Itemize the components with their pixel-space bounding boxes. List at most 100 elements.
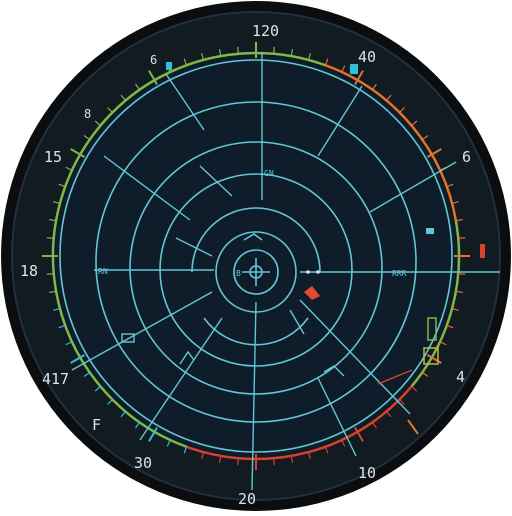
tick-mark [454,218,463,222]
bezel-label-right-upper: 6 [462,148,471,166]
bearing-lines [71,52,500,491]
tick-mark [148,426,158,442]
bearing-line-wsw [71,291,213,371]
tick-mark [65,340,74,346]
tick-mark [120,410,127,418]
bezel-label-top: 120 [252,22,279,40]
tick-mark [410,120,418,127]
tick-mark [290,454,294,463]
tick-mark [290,49,294,58]
range-ring-6 [95,101,417,423]
bearing-line-wnw [103,155,191,221]
tick-mark [371,421,377,429]
tick-mark [49,218,58,222]
tick-mark [46,273,55,275]
tick-mark [148,70,158,86]
tick-mark [237,457,239,466]
tick-mark [340,65,346,74]
bearing-line-se [299,299,411,415]
tick-mark [340,438,346,447]
contact-marker-icon [121,333,345,377]
tick-mark [445,324,454,329]
tick-mark [83,135,91,141]
tick-mark [445,183,454,188]
bezel-label-lower-right: 10 [358,464,376,482]
tick-mark [94,385,102,392]
bezel-label-left-upper: 15 [44,148,62,166]
tick-mark [454,290,463,294]
tick-mark [53,307,62,311]
tick-mark [385,410,392,418]
inner-label-west-readout: RN [98,267,108,276]
bearing-line-south [251,301,257,491]
inner-label-north-marker: GN [264,169,274,178]
side-indicators [166,62,485,435]
tick-mark [183,445,188,454]
range-ring-5 [129,141,383,395]
bezel-label-left-lower: 417 [42,370,69,388]
tick-mark [398,107,405,114]
bearing-line-ene [369,161,457,213]
tick-mark [307,450,311,459]
bezel-label-left-lower-f: F [92,416,101,434]
bezel-label-left: 18 [20,262,38,280]
tick-mark [107,398,114,405]
tick-mark [450,307,459,311]
bezel-labels: 120 40 6 4 10 20 30 F 417 18 15 8 6 [20,22,471,508]
bezel-label-lower-left: 30 [134,454,152,472]
tick-mark [273,457,275,466]
tick-mark [135,421,141,429]
tick-mark [307,53,311,62]
tick-mark [49,290,58,294]
tick-mark [426,148,442,158]
bearing-line-inner-w [175,237,213,257]
scope-screen [56,56,456,456]
tick-mark [421,135,429,141]
tick-mark [94,120,102,127]
tick-mark [135,83,141,91]
inner-label-sw-marker: B [236,269,241,278]
tick-mark [324,445,329,454]
tick-mark [385,94,392,102]
tick-mark [371,83,377,91]
bearing-line-inner-nw [199,165,233,197]
tick-mark [457,237,466,239]
tick-mark [183,58,188,67]
tick-mark [53,201,62,205]
tick-mark [218,49,222,58]
tick-mark [398,398,405,405]
tick-mark [58,183,67,188]
tick-mark [426,354,442,364]
bearing-line-sw [139,317,223,441]
tick-mark [273,46,275,55]
bezel-label-upper-right: 40 [358,48,376,66]
range-ring-1 [233,249,279,295]
tick-mark [83,371,91,377]
bearing-line-sse [317,377,357,457]
tick-mark [65,166,74,172]
bearing-line-nne [317,85,363,157]
target-blip-icon [304,270,320,300]
tick-mark [354,426,364,442]
bearing-line-inner-se [289,309,305,335]
tick-mark [438,340,447,346]
tick-mark [450,201,459,205]
tick-mark [410,385,418,392]
tick-mark [70,354,86,364]
tick-mark [70,148,86,158]
tick-mark [201,53,205,62]
bearing-line-nnw [165,73,205,131]
bezel-label-right-lower: 4 [456,368,465,386]
tick-mark [201,450,205,459]
tick-mark [237,46,239,55]
tick-mark [107,107,114,114]
inner-labels: GN RN RRR B [98,169,407,278]
tick-mark [354,70,364,86]
tick-mark [46,237,55,239]
tick-mark [166,438,172,447]
bezel-label-upper-left-small: 8 [84,107,91,121]
bezel-label-bottom: 20 [238,490,256,508]
tick-mark [58,324,67,329]
